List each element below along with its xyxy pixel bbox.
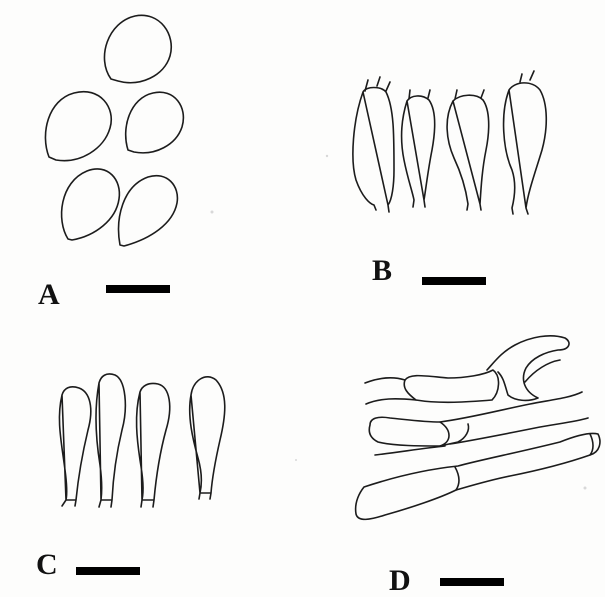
panel-label-a: A — [38, 280, 60, 310]
panel-label-b: B — [372, 256, 392, 286]
panel-label-d: D — [389, 566, 411, 596]
spore — [45, 92, 111, 161]
cystidium — [59, 387, 90, 506]
cystidium — [96, 374, 125, 507]
scan-noise — [211, 155, 587, 490]
panel-d-hyphae — [356, 336, 600, 520]
panel-label-c: C — [36, 550, 58, 580]
sterigma — [520, 71, 534, 82]
hypha — [365, 378, 416, 404]
basidium — [353, 88, 394, 213]
hypha — [404, 370, 498, 402]
panel-b-basidia — [353, 71, 546, 214]
cystidium — [190, 377, 225, 499]
panel-c-cystidia — [59, 374, 224, 507]
panel-a-spores — [45, 15, 183, 246]
spore — [62, 169, 120, 240]
cystidium — [137, 383, 170, 507]
hypha — [375, 446, 445, 455]
hypha — [369, 417, 449, 446]
spore — [104, 15, 171, 82]
basidium — [402, 96, 435, 207]
hypha — [356, 433, 600, 519]
hypha — [487, 336, 569, 401]
hypha — [440, 424, 469, 446]
basidium — [504, 83, 547, 214]
scale-bar-a — [106, 285, 170, 293]
scale-bar-d — [440, 578, 504, 586]
basidium — [447, 95, 489, 210]
scale-bar-c — [76, 567, 140, 575]
spore — [119, 176, 178, 246]
hypha — [440, 392, 588, 444]
sterigma — [365, 77, 390, 91]
spore — [126, 92, 184, 153]
scale-bar-b — [422, 277, 486, 285]
